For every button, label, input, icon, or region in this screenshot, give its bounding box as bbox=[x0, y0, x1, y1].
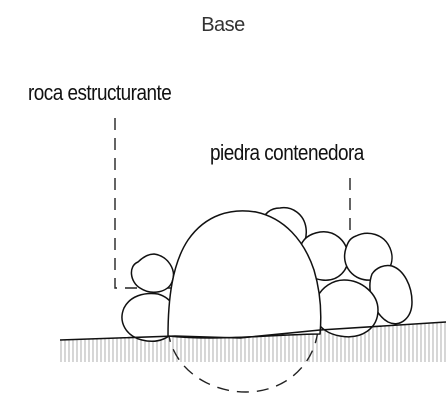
label-containing-stone: piedra contenedora bbox=[210, 140, 364, 165]
buried-rock-outline bbox=[167, 329, 319, 393]
containing-stone bbox=[130, 253, 175, 294]
diagram-title: Base bbox=[201, 14, 245, 36]
label-structural-rock: roca estructurante bbox=[28, 80, 172, 105]
ground-line bbox=[59, 321, 446, 341]
